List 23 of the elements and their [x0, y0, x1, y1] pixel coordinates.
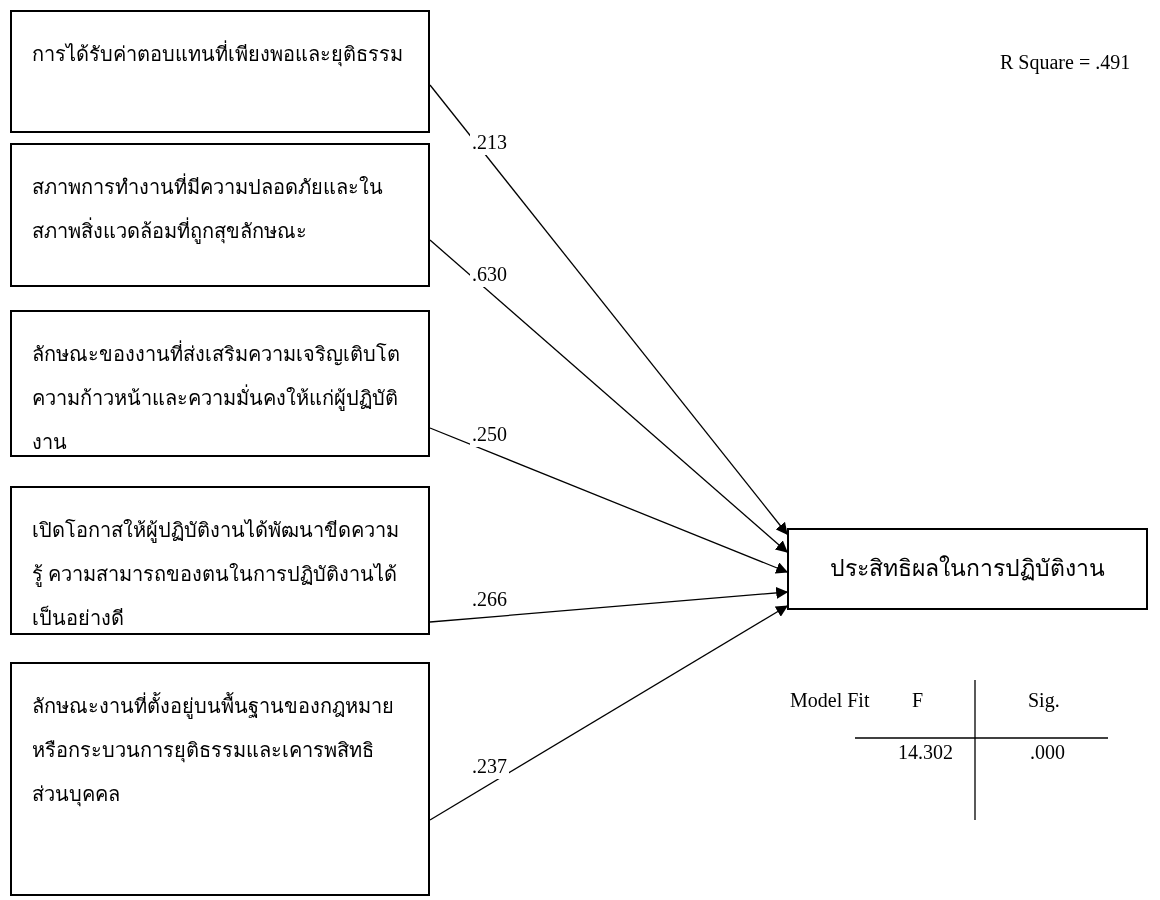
arrow [429, 84, 788, 535]
box-text: เปิดโอกาสให้ผู้ปฏิบัติงานได้พัฒนาขีดความรู้ ความสามารถของตนในการปฏิบัติงานได้เป็นอย่างดี [32, 518, 400, 631]
arrow [429, 239, 788, 553]
factor-box [10, 10, 430, 133]
table-text: Model Fit [790, 688, 870, 713]
box-text: สภาพการทำงานที่มีความปลอดภัยและในสภาพสิ่งแวดล้อมที่ถูกสุขลักษณะ [32, 165, 408, 253]
factor-box [10, 486, 430, 635]
factor-box [10, 310, 430, 457]
table-text: 14.302 [898, 740, 953, 765]
table-text: Sig. [1028, 688, 1060, 713]
box-text: ลักษณะของงานที่ส่งเสริมความเจริญเติบโต ความก้าวหน้าและความมั่นคงให้แก่ผู้ปฏิบัติงาน [32, 332, 408, 464]
arrow [429, 605, 789, 821]
statistic-note: R Square = .491 [1000, 50, 1131, 75]
box-text: ลักษณะงานที่ตั้งอยู่บนพื้นฐานของกฎหมาย หรือกระบวนการยุติธรรมและเคารพสิทธิส่วนบุคคล [32, 684, 408, 816]
table-text: .000 [1030, 740, 1065, 765]
box-text: ประสิทธิผลในการปฏิบัติงาน [830, 554, 1105, 584]
outcome-box [787, 528, 1148, 610]
arrow [429, 427, 789, 574]
factor-box [10, 143, 430, 287]
arrow [429, 586, 789, 623]
table-text: F [912, 688, 924, 713]
box-text: การได้รับค่าตอบแทนที่เพียงพอและยุติธรรม [32, 32, 403, 76]
factor-box [10, 662, 430, 896]
